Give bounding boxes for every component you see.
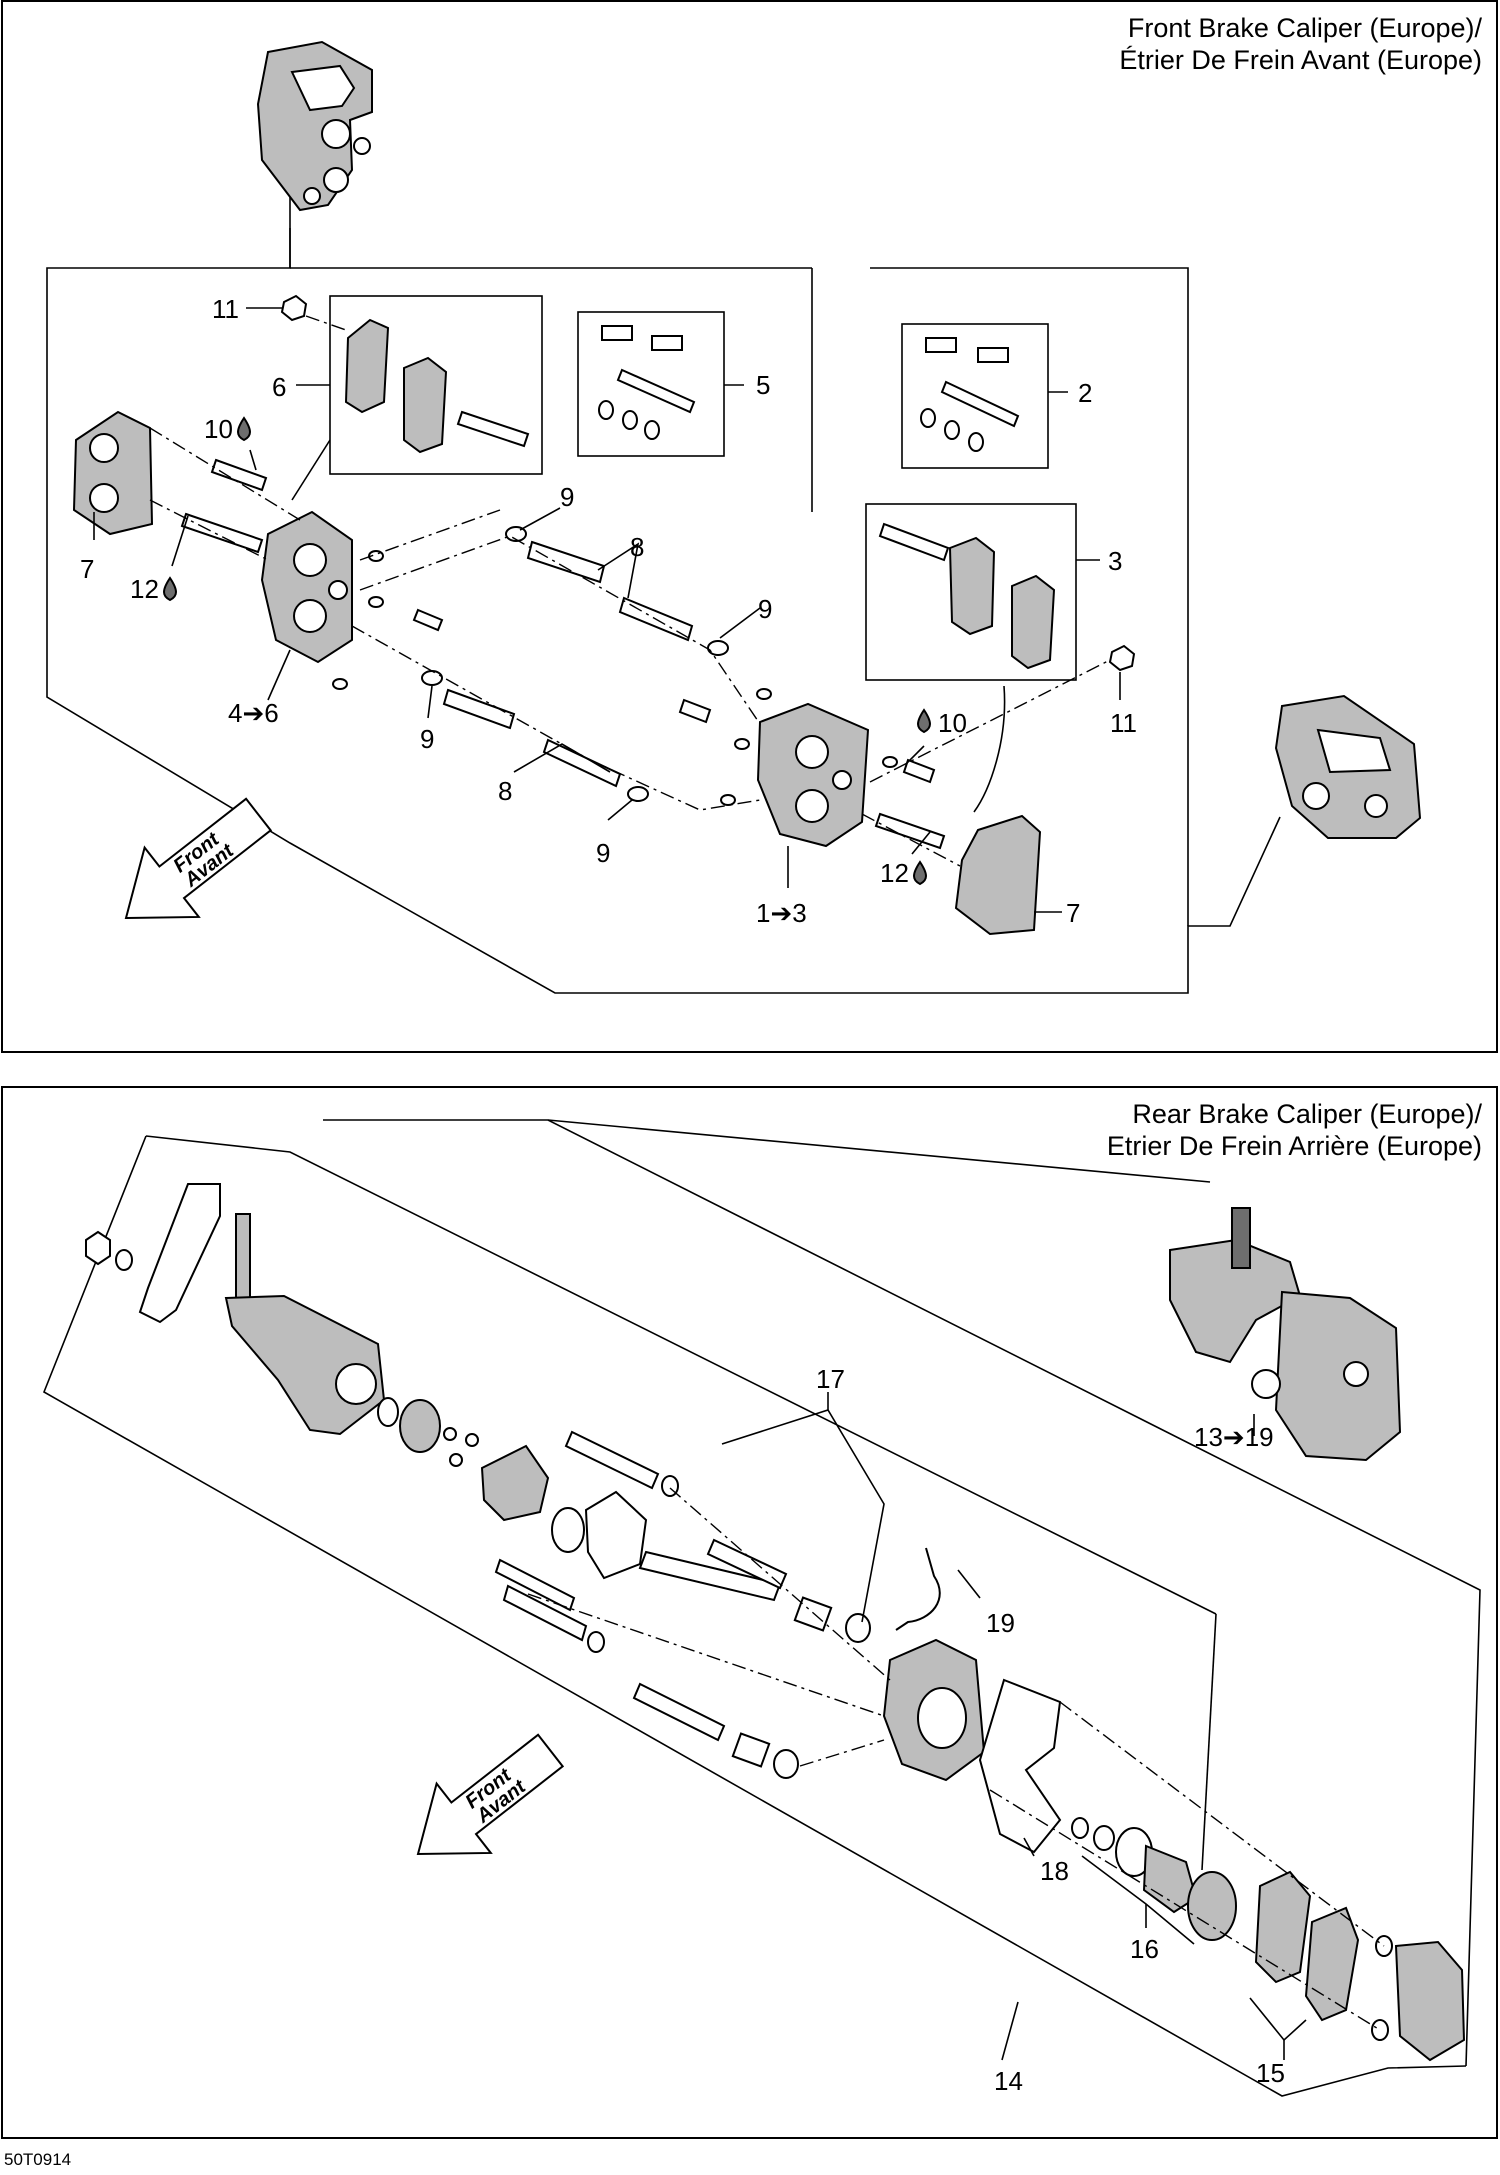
callout-7-right: 7 — [1066, 898, 1080, 928]
callout-1-to-3: 1➔3 — [756, 898, 807, 928]
callout-5: 5 — [756, 370, 770, 400]
callout-4-to-6: 4➔6 — [228, 698, 279, 728]
rear-frame-outline — [42, 1119, 1481, 2097]
callout-7-left: 7 — [80, 554, 94, 584]
brake-pads-3 — [878, 522, 1056, 670]
callout-8-bottom: 8 — [498, 776, 512, 806]
rear-assembly-axes — [527, 1487, 1385, 2031]
reference-code: 50T0914 — [4, 2150, 72, 2169]
front-title-line2: Étrier De Frein Avant (Europe) — [1119, 45, 1482, 75]
front-caliper-assembled-right — [1274, 694, 1422, 839]
right-caliper-body — [756, 702, 870, 848]
callout-15: 15 — [1256, 2058, 1285, 2088]
right-bracket-7 — [954, 814, 1042, 936]
rear-direction-arrow: Front Avant — [416, 1733, 565, 1856]
callout-16: 16 — [1130, 1934, 1159, 1964]
callout-17: 17 — [816, 1364, 845, 1394]
front-leaders — [93, 307, 1121, 913]
callout-13-to-19: 13➔19 — [1194, 1422, 1274, 1452]
callout-18: 18 — [1040, 1856, 1069, 1886]
rear-piston-and-pads — [1071, 1817, 1466, 2062]
oil-drop-icon — [237, 416, 251, 442]
rear-hardware — [494, 1430, 941, 1779]
pin-kit-box-2 — [901, 323, 1049, 469]
front-caliper-assembled — [256, 40, 373, 212]
pins-2 — [920, 337, 1020, 452]
callout-12-left: 12 — [130, 574, 159, 604]
front-panel-title: Front Brake Caliper (Europe)/ Étrier De … — [1119, 12, 1482, 76]
left-caliper-body — [260, 510, 353, 664]
front-direction-arrow: Front Avant — [124, 797, 273, 920]
callout-10-left: 10 — [204, 414, 233, 444]
front-assembly-axes — [149, 315, 1111, 867]
callout-14: 14 — [994, 2066, 1023, 2096]
callout-9-top: 9 — [560, 482, 574, 512]
left-bracket-7 — [72, 410, 154, 536]
callout-6: 6 — [272, 372, 286, 402]
pin-kit-box-5 — [577, 311, 725, 457]
front-frame-top-right — [870, 267, 1189, 926]
rear-title-line2: Etrier De Frein Arrière (Europe) — [1106, 1131, 1482, 1161]
callout-3: 3 — [1108, 546, 1122, 576]
front-caliper-panel: Front Brake Caliper (Europe)/ Étrier De … — [1, 0, 1498, 1053]
rear-bearings — [377, 1397, 648, 1580]
oil-drop-icon — [917, 708, 931, 734]
callout-9-left: 9 — [420, 724, 434, 754]
callout-19: 19 — [986, 1608, 1015, 1638]
oil-drop-icon — [163, 576, 177, 602]
brake-pads-6 — [344, 318, 530, 454]
rear-leaders — [721, 1392, 1307, 2061]
rear-panel-title: Rear Brake Caliper (Europe)/ Etrier De F… — [1107, 1098, 1482, 1162]
callout-2: 2 — [1078, 378, 1092, 408]
rear-lever-and-spring — [85, 1183, 251, 1324]
rear-title-line1: Rear Brake Caliper (Europe)/ — [1132, 1099, 1482, 1129]
rear-caliper-body — [882, 1638, 1062, 1854]
callout-11-top: 11 — [212, 294, 239, 324]
rear-caliper-panel: Rear Brake Caliper (Europe)/ Etrier De F… — [1, 1086, 1498, 2139]
callout-9-bottom: 9 — [596, 838, 610, 868]
oil-drop-icon — [913, 860, 927, 886]
pins-5 — [598, 325, 696, 440]
callout-9-right: 9 — [758, 594, 772, 624]
rear-caliper-assembled — [1169, 1207, 1402, 1462]
callout-8-top: 8 — [630, 532, 644, 562]
callout-10-right: 10 — [938, 708, 967, 738]
pad-kit-box-3 — [865, 503, 1077, 681]
front-frame-outline — [46, 228, 1281, 994]
callout-11-right: 11 — [1110, 708, 1137, 738]
callout-12-right: 12 — [880, 858, 909, 888]
front-hardware — [180, 294, 1136, 850]
front-title-line1: Front Brake Caliper (Europe)/ — [1127, 13, 1482, 43]
